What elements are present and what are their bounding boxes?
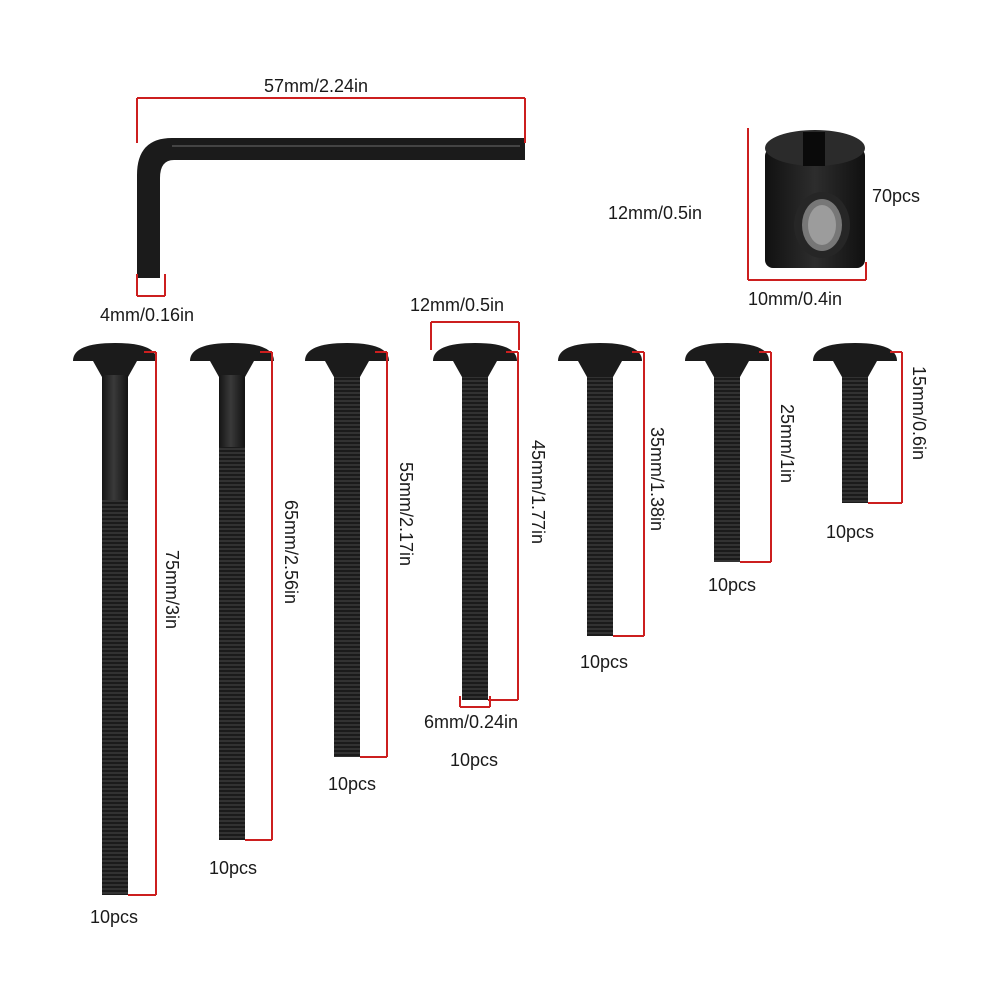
bolt-6 xyxy=(685,343,769,562)
bolt-head xyxy=(305,343,389,361)
bolts xyxy=(73,321,903,896)
bolt-head xyxy=(813,343,897,361)
bolt-thread xyxy=(842,377,868,503)
bolt-35-length-label: 35mm/1.38in xyxy=(647,427,667,532)
bolt-7 xyxy=(813,343,897,503)
bolt-head xyxy=(73,343,157,361)
bolt-4-length-dimension xyxy=(488,351,519,701)
bolt-4 xyxy=(433,343,517,700)
bolt-35-qty-label: 10pcs xyxy=(580,652,629,672)
bolt-shank xyxy=(102,375,128,500)
bolt-2-length-dimension xyxy=(245,351,273,841)
wrench-length-label: 57mm/2.24in xyxy=(264,76,369,96)
bolt-15-length-label: 15mm/0.6in xyxy=(909,366,929,461)
bolt-2 xyxy=(190,343,274,840)
bolt-25-length-label: 25mm/1in xyxy=(777,404,797,484)
bolt-head xyxy=(685,343,769,361)
bolt-7-length-dimension xyxy=(868,351,903,504)
bolt-head xyxy=(558,343,642,361)
bolt-3-length-dimension xyxy=(360,351,388,758)
bolt-4-thread-dimension xyxy=(459,696,491,708)
barrel-nut xyxy=(765,130,865,268)
bolt-4-head-dimension xyxy=(430,321,520,350)
bolt-3 xyxy=(305,343,389,757)
wrench-width-dimension xyxy=(136,274,166,297)
bolt-neck xyxy=(705,361,749,377)
bolt-head xyxy=(433,343,517,361)
bolt-1-length-dimension xyxy=(128,351,157,896)
bolt-shank xyxy=(219,375,245,447)
bolt-neck xyxy=(210,361,254,377)
bolt-25-qty-label: 10pcs xyxy=(708,575,757,595)
bolt-thread xyxy=(334,377,360,757)
barrel-nut-qty-label: 70pcs xyxy=(872,186,921,206)
bolt-neck xyxy=(833,361,877,377)
bolt-head xyxy=(190,343,274,361)
bolt-5 xyxy=(558,343,642,636)
bolt-45-length-label: 45mm/1.77in xyxy=(528,440,548,545)
bolt-neck xyxy=(93,361,137,377)
bolt-neck xyxy=(578,361,622,377)
wrench-width-label: 4mm/0.16in xyxy=(100,305,195,325)
hex-key-wrench xyxy=(137,138,525,278)
bolt-65-qty-label: 10pcs xyxy=(209,858,258,878)
bolt-45-qty-label: 10pcs xyxy=(450,750,499,770)
bolt-65-length-label: 65mm/2.56in xyxy=(281,500,301,605)
barrel-nut-dimensions xyxy=(747,128,867,281)
wrench-length-dimension xyxy=(136,97,526,143)
barrel-nut-width-label: 10mm/0.4in xyxy=(748,289,843,309)
bolt-thread xyxy=(714,377,740,562)
bolt-15-qty-label: 10pcs xyxy=(826,522,875,542)
bolt-thread xyxy=(102,500,128,895)
bolt-75-qty-label: 10pcs xyxy=(90,907,139,927)
barrel-nut-height-label: 12mm/0.5in xyxy=(608,203,703,223)
bolt-neck xyxy=(453,361,497,377)
bolt-neck xyxy=(325,361,369,377)
bolt-55-length-label: 55mm/2.17in xyxy=(396,462,416,567)
bolt-1 xyxy=(73,343,157,895)
bolt-thread xyxy=(462,377,488,700)
bolt-75-length-label: 75mm/3in xyxy=(162,550,182,630)
bolt-5-length-dimension xyxy=(613,351,645,637)
bolt-thread xyxy=(587,377,613,636)
bolt-55-qty-label: 10pcs xyxy=(328,774,377,794)
bolt-thread xyxy=(219,447,245,840)
bolt-6-length-dimension xyxy=(740,351,772,563)
bolt-45-head-label: 12mm/0.5in xyxy=(410,295,505,315)
bolt-45-thread-label: 6mm/0.24in xyxy=(424,712,519,732)
